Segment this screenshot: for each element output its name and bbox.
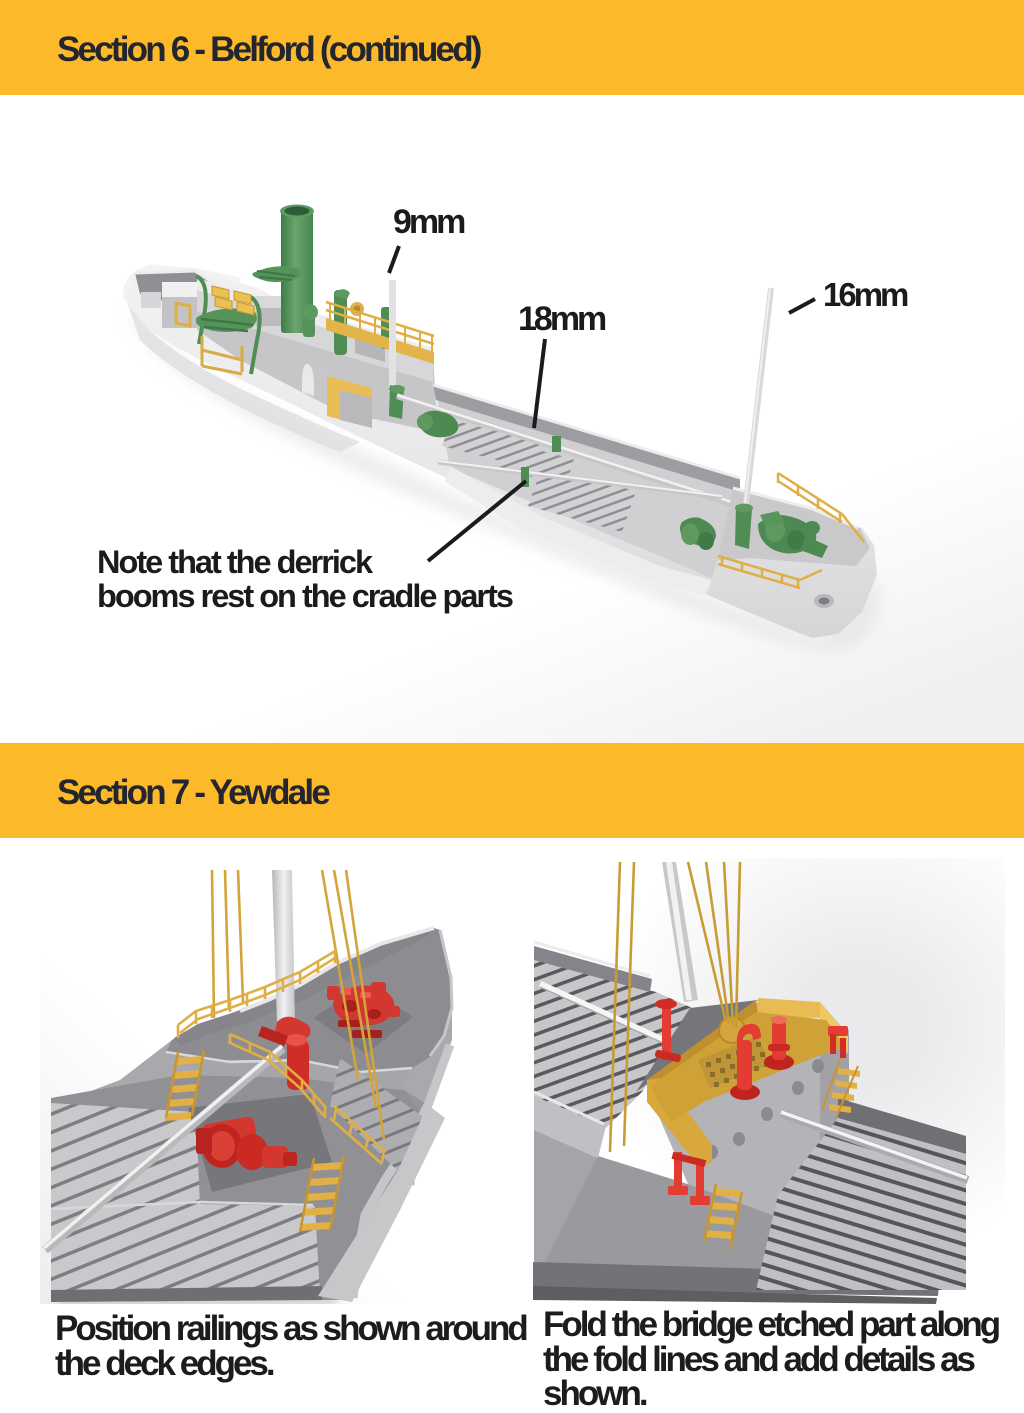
svg-text:16mm: 16mm: [823, 276, 908, 313]
svg-text:18mm: 18mm: [518, 300, 606, 338]
svg-text:booms rest on the cradle parts: booms rest on the cradle parts: [97, 578, 513, 614]
svg-text:9mm: 9mm: [393, 203, 465, 241]
svg-text:Note that the derrick: Note that the derrick: [97, 544, 374, 580]
